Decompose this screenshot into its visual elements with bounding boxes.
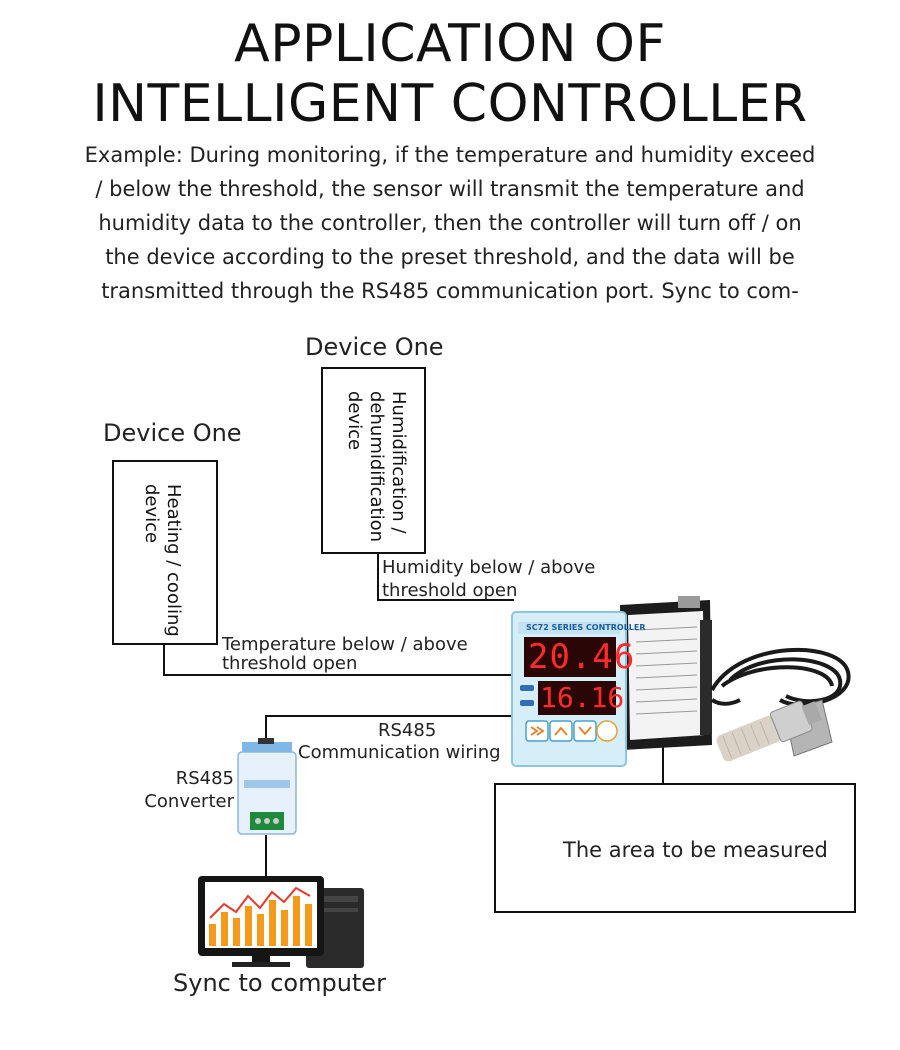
measured-area-label: The area to be measured (563, 838, 828, 862)
humidity-device-heading: Device One (305, 333, 444, 361)
page-title-line1: APPLICATION OF (234, 14, 666, 74)
humidity-device-text-3: device (344, 391, 365, 451)
page-title-line2: INTELLIGENT CONTROLLER (92, 74, 808, 134)
heating-device-heading: Device One (103, 419, 242, 447)
controller-display-bottom: 16.16 (540, 681, 625, 714)
controller-display-top: 20.46 (528, 637, 636, 677)
description-line-1: Example: During monitoring, if the tempe… (84, 143, 816, 167)
humidity-device-box: Humidification / dehumidification device (321, 367, 426, 554)
description-line-3: humidity data to the controller, then th… (98, 211, 802, 235)
controller-brand-text: SC72 SERIES CONTROLLER (526, 623, 646, 632)
humidity-connection-label-1: Humidity below / above (382, 557, 596, 578)
converter-label-2: Converter (144, 791, 234, 812)
temperature-wire (163, 644, 514, 676)
temperature-connection-label-2: threshold open (222, 653, 358, 674)
humidity-connection-label-2: threshold open (382, 580, 518, 601)
heating-device-text-2: device (141, 484, 162, 544)
converter-label-1: RS485 (175, 768, 234, 789)
rs485-wire (265, 715, 518, 745)
rs485-wiring-label-1: RS485 (378, 720, 437, 741)
temperature-connection-label-1: Temperature below / above (222, 634, 468, 655)
heating-device-box: Heating / cooling device (112, 460, 218, 645)
humidity-device-text-1: Humidification / (388, 391, 409, 534)
heating-device-text-1: Heating / cooling (163, 484, 184, 637)
measured-area-box (494, 783, 856, 913)
description-line-2: / below the threshold, the sensor will t… (95, 177, 805, 201)
humidity-wire (377, 552, 514, 601)
humidity-device-text-2: dehumidification (366, 391, 387, 543)
computer-label: Sync to computer (173, 969, 386, 997)
description-line-5: transmitted through the RS485 communicat… (101, 279, 799, 303)
rs485-wiring-label-2: Communication wiring (298, 742, 501, 763)
description-line-4: the device according to the preset thres… (105, 245, 795, 269)
